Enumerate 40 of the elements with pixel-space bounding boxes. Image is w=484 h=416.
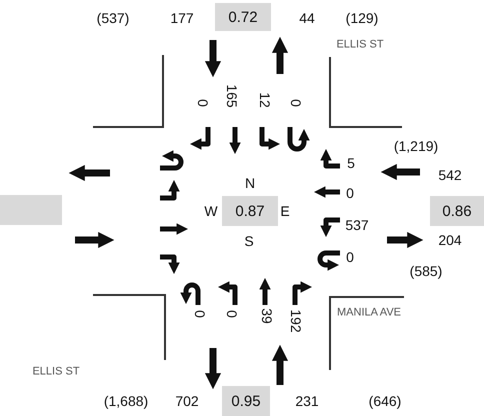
- count-label: 204: [438, 233, 462, 247]
- count-label: 702: [175, 394, 199, 408]
- ratio-box: [222, 196, 278, 226]
- count-label: (1,688): [104, 394, 148, 408]
- empty-box: [0, 195, 62, 225]
- count-label: 12: [258, 92, 272, 108]
- count-label: 0: [225, 310, 239, 318]
- count-label: (1,219): [394, 139, 438, 153]
- count-label: 5: [347, 156, 355, 170]
- count-label: N: [244, 176, 256, 190]
- count-label: 192: [289, 309, 303, 333]
- count-label: (537): [96, 11, 130, 25]
- count-label: 177: [170, 11, 194, 25]
- count-label: (585): [410, 264, 442, 278]
- ratio-value: 0.72: [228, 8, 258, 26]
- count-label: 39: [260, 308, 274, 324]
- count-label: 165: [225, 84, 239, 108]
- street-name: ELLIS ST: [32, 366, 80, 378]
- street-name: MANILA AVE: [337, 308, 401, 318]
- ratio-value: 0.95: [231, 392, 261, 410]
- ratio-box: [430, 196, 484, 226]
- count-label: 0: [196, 99, 210, 107]
- count-label: 0: [346, 186, 354, 200]
- count-label: W: [204, 204, 218, 218]
- ratio-value: 0.87: [235, 202, 265, 220]
- count-label: 542: [438, 168, 462, 182]
- count-label: 537: [345, 218, 369, 232]
- count-label: 0: [289, 99, 303, 107]
- count-label: (646): [368, 394, 402, 408]
- ratio-box: [215, 3, 271, 31]
- count-label: E: [280, 204, 290, 218]
- count-label: 0: [193, 310, 207, 318]
- ratio-box: [222, 386, 270, 416]
- street-name: ELLIS ST: [336, 40, 384, 50]
- count-label: S: [244, 234, 254, 248]
- count-label: 0: [346, 250, 354, 264]
- ratio-value: 0.86: [442, 202, 472, 220]
- count-label: 44: [299, 11, 315, 25]
- count-label: 231: [295, 394, 319, 408]
- count-label: (129): [346, 11, 378, 25]
